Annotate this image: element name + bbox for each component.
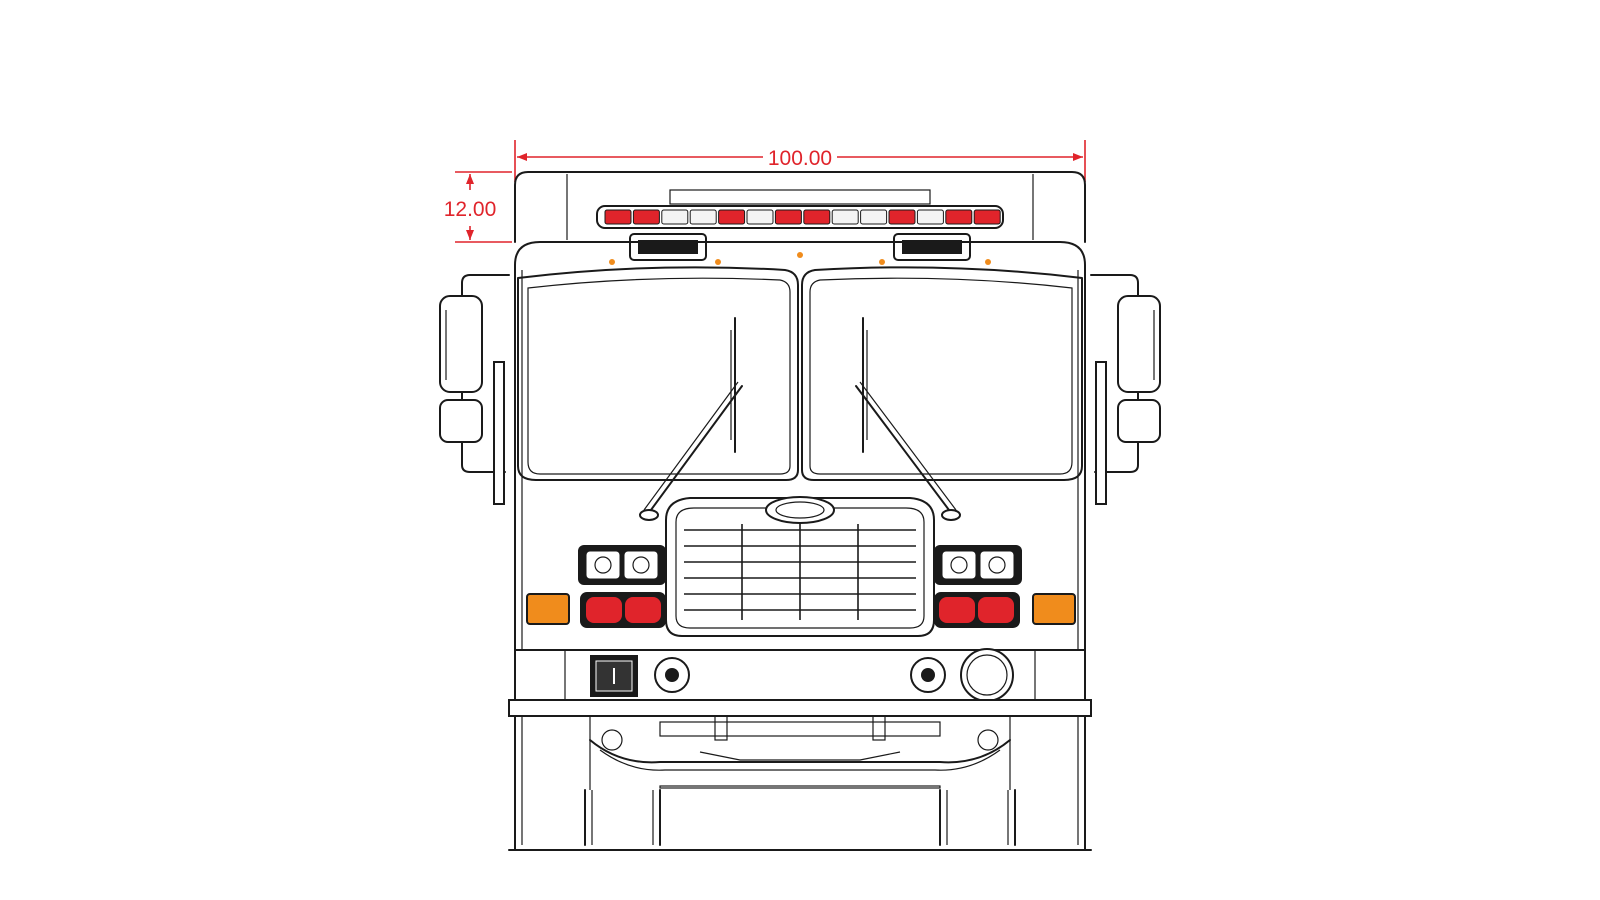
lightbar-cell bbox=[831, 209, 859, 225]
lightbar-cell bbox=[803, 209, 831, 225]
warning-lights-left bbox=[580, 592, 666, 628]
width-dimension: 100.00 bbox=[514, 140, 1086, 182]
grille-icon bbox=[684, 524, 916, 620]
wiper-right bbox=[855, 317, 961, 521]
cab bbox=[514, 241, 1086, 851]
lightbar-cell bbox=[661, 209, 689, 225]
width-dimension-label: 100.00 bbox=[768, 147, 832, 170]
lightbar-cell bbox=[718, 209, 746, 225]
windshield bbox=[517, 266, 1083, 481]
mirror-right bbox=[1090, 274, 1161, 505]
front-tires bbox=[584, 789, 1016, 846]
front-bumper bbox=[508, 648, 1092, 717]
headlight-right bbox=[934, 545, 1022, 585]
upper-body bbox=[514, 171, 1086, 243]
light-bar bbox=[596, 205, 1004, 261]
grille bbox=[665, 496, 935, 637]
warning-lights-right bbox=[934, 592, 1020, 628]
lightbar-cell bbox=[774, 209, 802, 225]
lightbar-cell bbox=[689, 209, 717, 225]
height-dimension-label: 12.00 bbox=[444, 198, 497, 221]
headlight-left bbox=[578, 545, 666, 585]
emblem-icon bbox=[765, 496, 835, 524]
height-dimension: 12.00 bbox=[444, 171, 512, 243]
lightbar-cell bbox=[973, 209, 1001, 225]
lightbar-cell bbox=[746, 209, 774, 225]
lightbar-cell bbox=[632, 209, 660, 225]
lightbar-cell bbox=[916, 209, 944, 225]
amber-markers bbox=[526, 593, 1076, 625]
lightbar-cell bbox=[604, 209, 632, 225]
wiper-left bbox=[639, 317, 743, 521]
lightbar-cell bbox=[945, 209, 973, 225]
lightbar-icon bbox=[604, 209, 1001, 225]
lightbar-cell bbox=[860, 209, 888, 225]
chassis bbox=[589, 715, 1011, 790]
lightbar-cell bbox=[888, 209, 916, 225]
mirror-left bbox=[439, 274, 510, 505]
